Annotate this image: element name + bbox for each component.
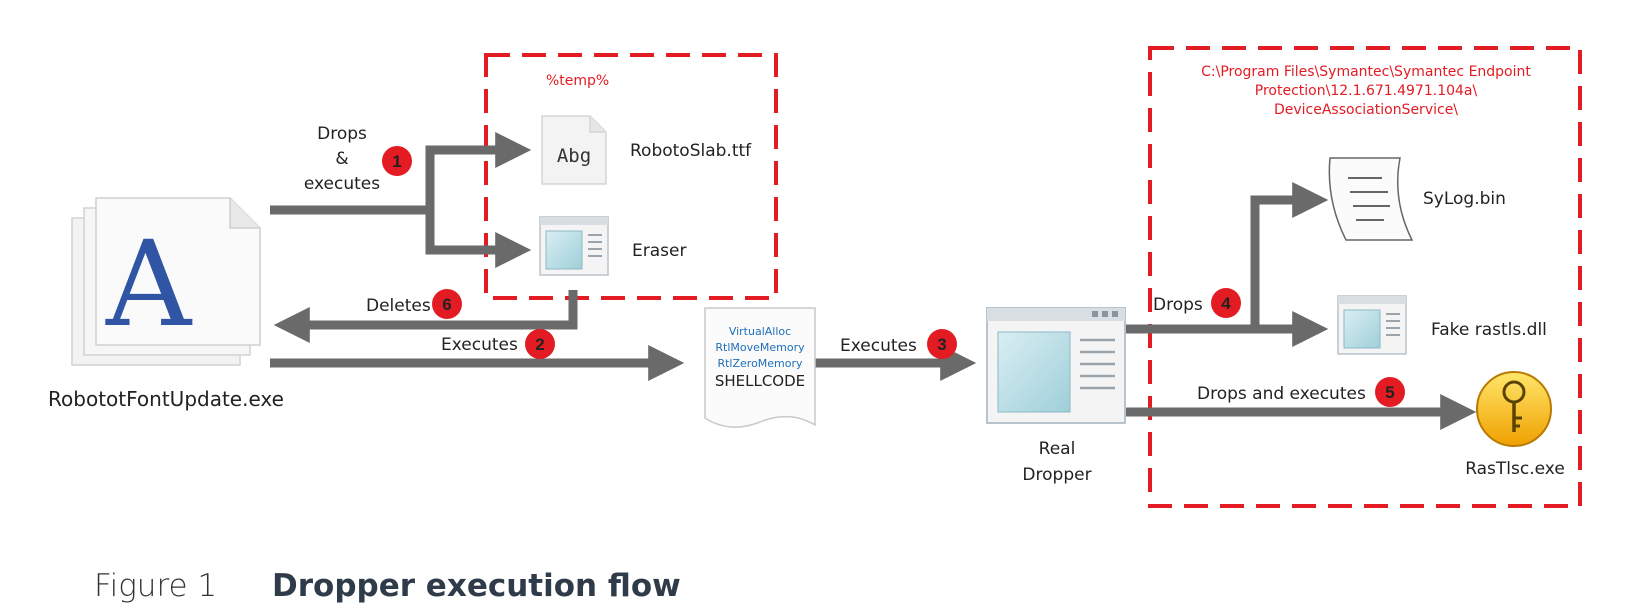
step-badge-5: 5 bbox=[1375, 377, 1405, 407]
font-file-icon: A bbox=[71, 197, 261, 366]
eraser-window-icon bbox=[539, 216, 609, 276]
ttf-icon-text: Abg bbox=[557, 145, 591, 167]
symantec-path-line3: DeviceAssociationService\ bbox=[1274, 102, 1458, 118]
symantec-path-line1: C:\Program Files\Symantec\Symantec Endpo… bbox=[1201, 64, 1531, 80]
drops-and-executes-label: Drops and executes bbox=[1197, 384, 1366, 404]
step-badge-4: 4 bbox=[1211, 288, 1241, 318]
drops-executes-label-1: Drops bbox=[317, 124, 367, 144]
fake-dll-window-icon bbox=[1337, 295, 1407, 355]
svg-text:A: A bbox=[105, 215, 193, 353]
step-badge-6: 6 bbox=[432, 289, 462, 319]
executes-2-label: Executes bbox=[441, 335, 518, 355]
temp-zone bbox=[484, 53, 778, 300]
symantec-path-line2: Protection\12.1.671.4971.104a\ bbox=[1255, 83, 1478, 99]
ttf-file-icon: Abg bbox=[541, 115, 607, 185]
real-dropper-window-icon bbox=[986, 307, 1126, 424]
sylog-label: SyLog.bin bbox=[1423, 189, 1506, 209]
source-exe-label: RobototFontUpdate.exe bbox=[48, 387, 284, 411]
svg-text:3: 3 bbox=[937, 335, 946, 354]
drops-executes-label-2: & bbox=[335, 149, 348, 169]
drops-executes-label-3: executes bbox=[304, 174, 380, 194]
svg-text:4: 4 bbox=[1221, 294, 1231, 313]
step-badge-2: 2 bbox=[525, 329, 555, 359]
font-file-label: RobotoSlab.ttf bbox=[630, 141, 752, 161]
shellcode-api-2: RtlMoveMemory bbox=[715, 341, 805, 354]
deletes-label: Deletes bbox=[366, 296, 431, 316]
svg-text:2: 2 bbox=[535, 335, 544, 354]
log-file-icon bbox=[1328, 157, 1414, 241]
fake-dll-label: Fake rastls.dll bbox=[1431, 320, 1547, 340]
shellcode-label: SHELLCODE bbox=[715, 372, 805, 390]
real-dropper-label-1: Real bbox=[1039, 439, 1076, 459]
real-dropper-label-2: Dropper bbox=[1022, 465, 1091, 485]
svg-text:5: 5 bbox=[1385, 383, 1394, 402]
step-badge-3: 3 bbox=[927, 329, 957, 359]
drops-4-label: Drops bbox=[1153, 295, 1203, 315]
svg-text:6: 6 bbox=[442, 295, 451, 314]
figure-title: Dropper execution flow bbox=[272, 568, 681, 604]
svg-text:1: 1 bbox=[392, 152, 401, 171]
step-badge-1: 1 bbox=[382, 146, 412, 176]
arrow-to-sylog bbox=[1250, 182, 1329, 329]
eraser-label: Eraser bbox=[632, 241, 686, 261]
symantec-zone bbox=[1148, 46, 1582, 508]
temp-zone-label: %temp% bbox=[546, 73, 609, 89]
executes-3-label: Executes bbox=[840, 336, 917, 356]
shellcode-api-1: VirtualAlloc bbox=[729, 325, 791, 338]
arrow-deletes bbox=[273, 290, 578, 343]
arrow-to-font bbox=[425, 132, 532, 250]
shellcode-api-3: RtlZeroMemory bbox=[717, 357, 803, 370]
rastlsc-label: RasTlsc.exe bbox=[1465, 459, 1565, 479]
figure-label: Figure 1 bbox=[94, 568, 218, 604]
shellcode-document-icon bbox=[704, 307, 816, 428]
arrow-to-eraser bbox=[425, 210, 532, 268]
key-icon bbox=[1476, 371, 1552, 447]
